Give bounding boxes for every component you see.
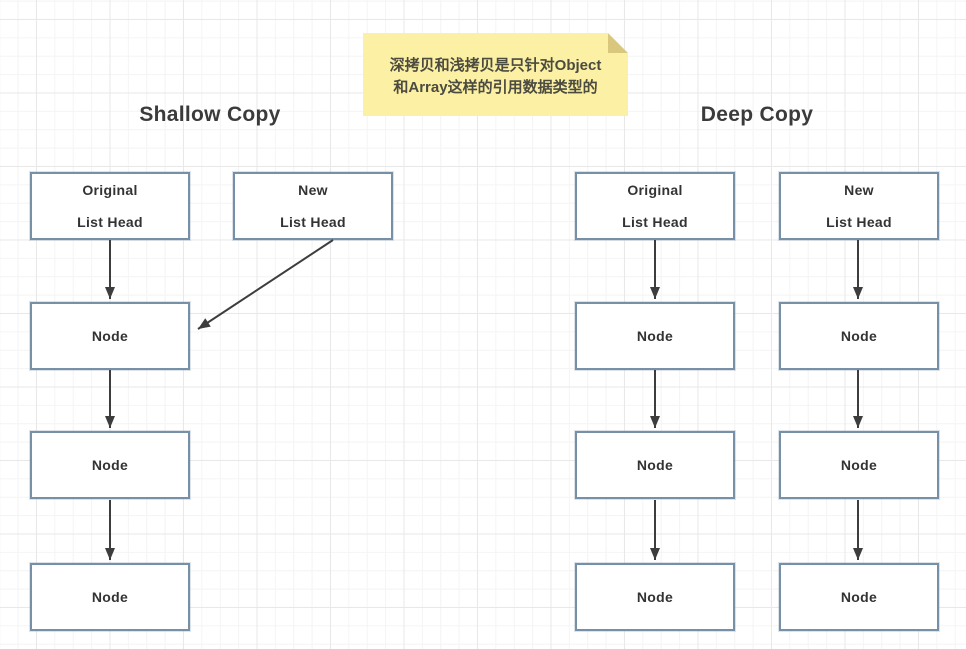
box-label: Node: [840, 328, 878, 344]
note-text-line1: 深拷贝和浅拷贝是只针对Object: [389, 56, 602, 74]
arrow-shallow-newhead-to-node1[interactable]: [197, 239, 334, 330]
box-label: Node: [636, 457, 674, 473]
box-label: Node: [91, 589, 129, 605]
shallow-copy-title[interactable]: Shallow Copy: [139, 103, 281, 126]
box-label: List Head: [622, 214, 688, 230]
box-label: Node: [91, 328, 129, 344]
box-label: Node: [636, 589, 674, 605]
box-label: List Head: [826, 214, 892, 230]
deep-original-node-1-box[interactable]: Node: [575, 302, 735, 370]
box-label: List Head: [77, 214, 143, 230]
box-label: Node: [840, 457, 878, 473]
box-label: Original: [82, 182, 138, 198]
note-text-line2: 和Array这样的引用数据类型的: [393, 78, 598, 96]
deep-new-node-1-box[interactable]: Node: [779, 302, 939, 370]
shallow-original-list-head-box[interactable]: Original List Head: [30, 172, 190, 240]
box-label: Node: [840, 589, 878, 605]
shallow-new-list-head-box[interactable]: New List Head: [233, 172, 393, 240]
sticky-note[interactable]: 深拷贝和浅拷贝是只针对Object 和Array这样的引用数据类型的: [363, 33, 628, 116]
deep-original-list-head-box[interactable]: Original List Head: [575, 172, 735, 240]
box-label: Node: [91, 457, 129, 473]
box-label: Original: [627, 182, 683, 198]
deep-new-node-3-box[interactable]: Node: [779, 563, 939, 631]
box-label: List Head: [280, 214, 346, 230]
shallow-node-3-box[interactable]: Node: [30, 563, 190, 631]
deep-new-list-head-box[interactable]: New List Head: [779, 172, 939, 240]
shallow-node-1-box[interactable]: Node: [30, 302, 190, 370]
deep-new-node-2-box[interactable]: Node: [779, 431, 939, 499]
box-label: New: [298, 182, 328, 198]
deep-original-node-2-box[interactable]: Node: [575, 431, 735, 499]
deep-copy-title[interactable]: Deep Copy: [700, 103, 814, 126]
box-label: Node: [636, 328, 674, 344]
deep-original-node-3-box[interactable]: Node: [575, 563, 735, 631]
box-label: New: [844, 182, 874, 198]
shallow-node-2-box[interactable]: Node: [30, 431, 190, 499]
note-fold-corner-icon: [608, 33, 628, 53]
